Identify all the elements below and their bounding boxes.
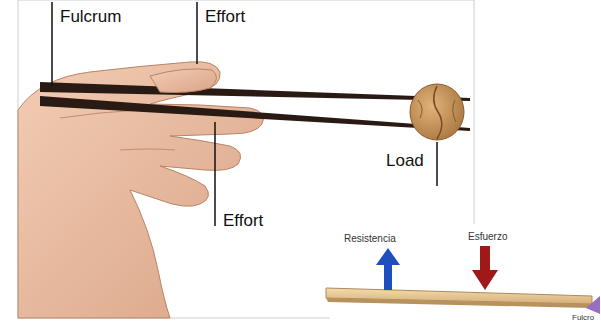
part-label: Load xyxy=(386,152,424,171)
force-label: Esfuerzo xyxy=(468,231,507,242)
part-label: Fulcrum xyxy=(60,8,121,27)
force-label: Resistencia xyxy=(344,233,396,244)
part-label: Effort xyxy=(205,8,245,27)
fulcrum-label: Fulcro xyxy=(572,314,594,323)
part-label: Effort xyxy=(223,212,263,231)
